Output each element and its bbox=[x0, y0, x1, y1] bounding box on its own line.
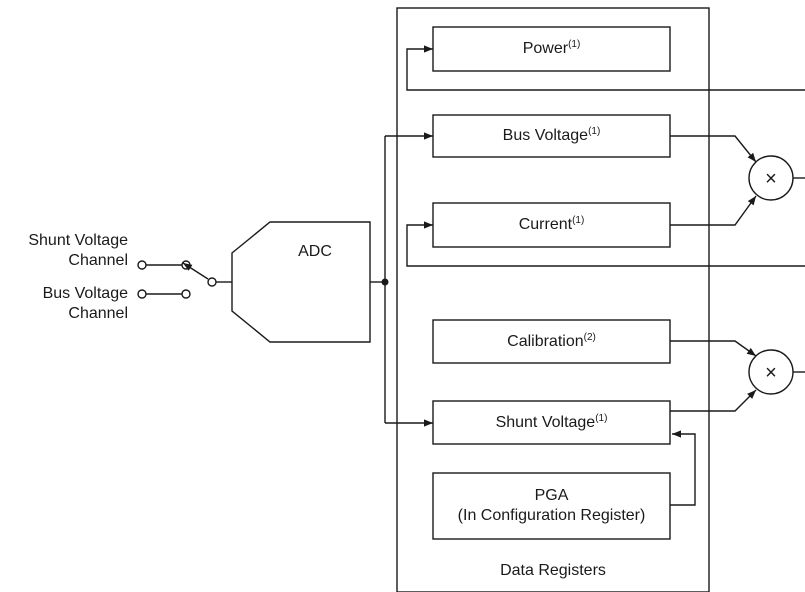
shunt-terminal bbox=[137, 260, 147, 270]
calibration-text: Calibration bbox=[507, 332, 584, 350]
current-label: Current(1) bbox=[433, 203, 670, 247]
multiplier-2-symbol: × bbox=[765, 362, 777, 384]
bus-label-line2: Channel bbox=[68, 305, 128, 322]
multiplier-1-symbol: × bbox=[765, 168, 777, 190]
bus-switch-pivot bbox=[181, 289, 191, 299]
pga-line1: PGA bbox=[534, 487, 569, 504]
busvoltage-to-mult1 bbox=[670, 135, 757, 163]
bus-voltage-label: Bus Voltage(1) bbox=[433, 115, 670, 157]
pga-label: PGA (In Configuration Register) bbox=[433, 473, 670, 539]
shunt-voltage-text: Shunt Voltage bbox=[495, 413, 596, 431]
pga-line2: (In Configuration Register) bbox=[457, 507, 646, 524]
shunt-channel-label: Shunt Voltage Channel bbox=[0, 232, 128, 270]
shunt-voltage-note: (1) bbox=[595, 412, 608, 424]
current-to-mult1 bbox=[670, 195, 757, 226]
adc-text: ADC bbox=[298, 243, 332, 260]
calibration-to-mult2 bbox=[670, 340, 757, 357]
current-feedback-wire bbox=[406, 221, 805, 267]
power-label: Power(1) bbox=[433, 27, 670, 71]
current-text: Current bbox=[518, 216, 573, 233]
shuntvoltage-to-mult2 bbox=[670, 389, 757, 412]
current-note: (1) bbox=[572, 215, 585, 226]
bus-channel-label: Bus Voltage Channel bbox=[0, 285, 128, 323]
shunt-voltage-label: Shunt Voltage(1) bbox=[433, 401, 670, 444]
switch-common bbox=[207, 277, 217, 287]
calibration-note: (2) bbox=[583, 331, 596, 343]
shunt-label-line2: Channel bbox=[68, 252, 128, 269]
data-registers-frame bbox=[396, 7, 710, 592]
adc-label: ADC bbox=[270, 222, 360, 282]
adc-block bbox=[231, 221, 371, 343]
switch-blade bbox=[182, 262, 209, 280]
data-registers-label: Data Registers bbox=[500, 562, 606, 579]
pga-box bbox=[432, 472, 671, 540]
bus-junction-dot bbox=[381, 278, 389, 286]
bus-voltage-note: (1) bbox=[588, 126, 601, 137]
bus-label-line1: Bus Voltage bbox=[42, 285, 128, 302]
bus-voltage-text: Bus Voltage bbox=[502, 127, 589, 144]
power-feedback-wire bbox=[406, 45, 805, 91]
power-note: (1) bbox=[568, 39, 581, 50]
shunt-label-line1: Shunt Voltage bbox=[28, 232, 128, 249]
power-text: Power bbox=[522, 40, 569, 57]
pga-feedback-wire bbox=[670, 430, 696, 506]
calibration-label: Calibration(2) bbox=[433, 320, 670, 363]
bus-terminal bbox=[137, 289, 147, 299]
